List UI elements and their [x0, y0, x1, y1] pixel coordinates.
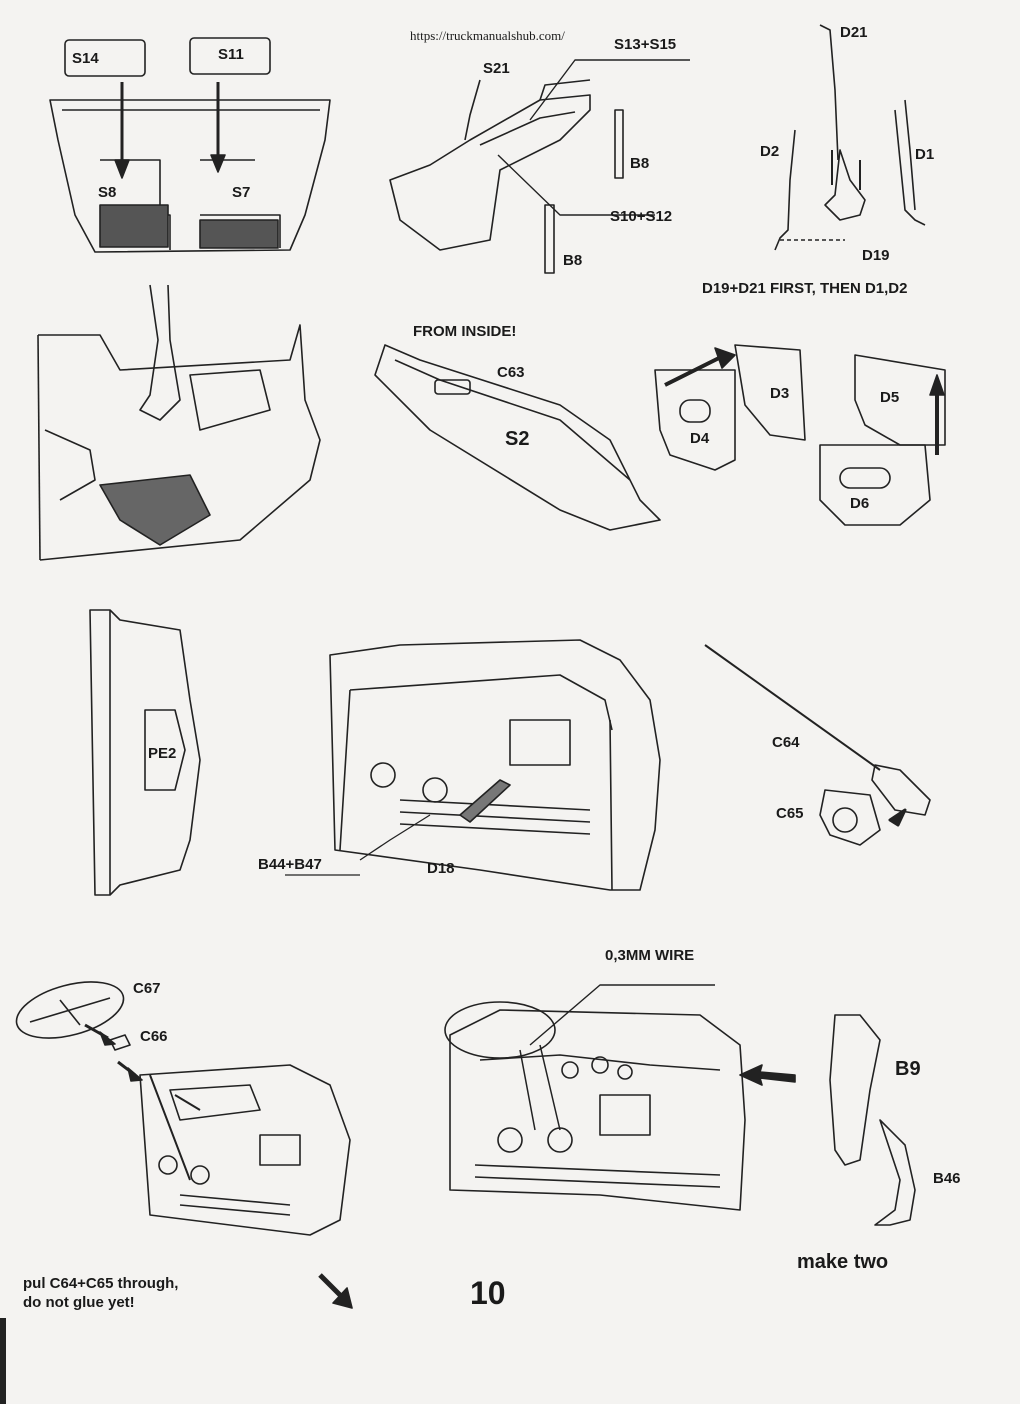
page-number: 10 [470, 1275, 506, 1311]
note-make-two: make two [797, 1251, 889, 1273]
note-pull-line2: do not glue yet! [23, 1294, 135, 1311]
c65-arrow [888, 808, 907, 827]
steering-arrows-left [84, 1023, 353, 1309]
steering-wheel-c67 [15, 981, 131, 1051]
label-d3: D3 [770, 385, 790, 402]
label-s13-s15: S13+S15 [614, 36, 677, 53]
label-d5: D5 [880, 389, 900, 406]
seat-box-drawing [49, 37, 331, 253]
label-s8: S8 [98, 184, 117, 201]
label-d2: D2 [760, 143, 780, 160]
label-s7: S7 [232, 184, 251, 201]
fuse-strip-d18 [459, 779, 511, 823]
label-s11: S11 [218, 46, 244, 63]
label-d1: D1 [915, 146, 935, 163]
label-c66: C66 [140, 1028, 168, 1045]
label-b9: B9 [895, 1058, 921, 1080]
label-b46: B46 [933, 1170, 961, 1187]
note-pull-line1: pul C64+C65 through, [23, 1275, 179, 1292]
label-s14: S14 [72, 50, 99, 67]
dashboard-assembly-left [139, 1064, 351, 1236]
cab-floor-tread [99, 474, 211, 546]
side-panel-pe2 [89, 609, 201, 896]
dashboard-assembly-right [444, 984, 746, 1211]
label-b44-b47: B44+B47 [258, 856, 322, 873]
label-c64: C64 [772, 734, 800, 751]
door-panels-d3-d6 [654, 344, 946, 526]
label-d6: D6 [850, 495, 870, 512]
gear-lever-drawing [774, 24, 926, 251]
scan-edge-bar [0, 1318, 6, 1404]
label-s10-s12: S10+S12 [610, 208, 673, 225]
note-pull-through: pul C64+C65 through, do not glue yet! [23, 1274, 178, 1312]
label-c63: C63 [497, 364, 525, 381]
label-s21: S21 [483, 60, 510, 77]
source-url: https://truckmanualshub.com/ [410, 28, 565, 43]
seat-frame-drawing [389, 59, 690, 274]
label-c65: C65 [776, 805, 804, 822]
label-d19: D19 [862, 247, 890, 264]
label-d4: D4 [690, 430, 710, 447]
dashboard-part-s2 [374, 344, 661, 531]
label-d18: D18 [427, 860, 455, 877]
label-d21: D21 [840, 24, 868, 41]
assembly-arrows-seat [114, 82, 226, 179]
label-wire: 0,3MM WIRE [605, 947, 695, 964]
seat-bracket-b9-b46 [829, 1014, 916, 1226]
wire-arrow [739, 1064, 796, 1086]
label-b8-upper: B8 [630, 155, 650, 172]
label-s2: S2 [505, 428, 530, 450]
label-from-inside: FROM INSIDE! [413, 323, 517, 340]
floor-tread-right [199, 219, 279, 249]
steering-column-c64 [704, 644, 931, 846]
label-c67: C67 [133, 980, 161, 997]
label-pe2: PE2 [148, 745, 177, 762]
cab-interior-drawing [37, 284, 321, 561]
label-b8-lower: B8 [563, 252, 583, 269]
note-d19-first: D19+D21 FIRST, THEN D1,D2 [702, 280, 908, 297]
cab-shell-drawing [285, 639, 661, 891]
panel-arrows [664, 347, 945, 455]
floor-tread-left [99, 204, 169, 248]
